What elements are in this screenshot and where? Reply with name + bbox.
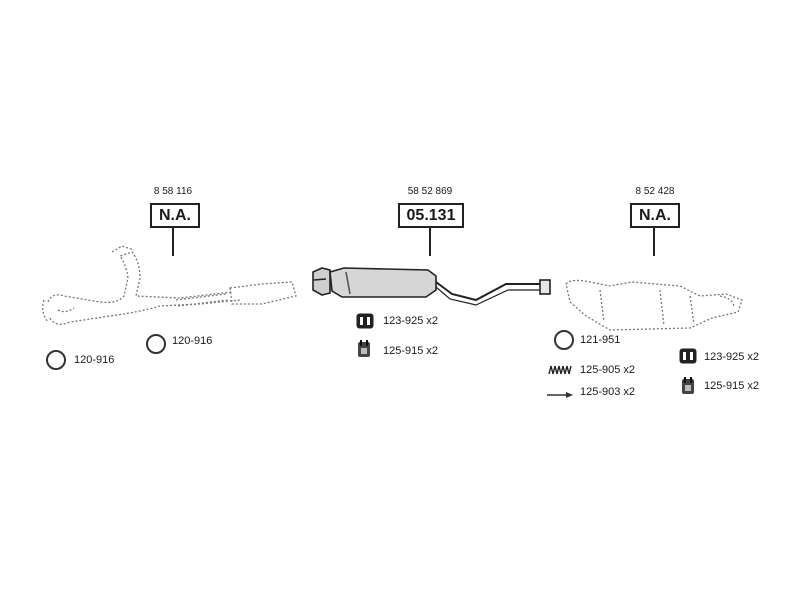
fitting-label-middle-2: 125-915 x2 <box>383 345 439 357</box>
part-code-rear[interactable]: N.A. <box>630 203 680 228</box>
rubber-hanger-icon <box>679 348 697 364</box>
rear-silencer-outline <box>565 279 743 331</box>
bolt-icon <box>546 386 574 398</box>
fitting-label-front-2: 120-916 <box>172 335 213 347</box>
clamp-icon <box>357 340 371 358</box>
oe-number-front: 8 58 116 <box>153 186 193 197</box>
oe-number-middle: 58 52 869 <box>407 186 453 197</box>
ring-gasket-icon <box>146 334 166 354</box>
part-code-front[interactable]: N.A. <box>150 203 200 228</box>
clamp-icon <box>681 377 695 395</box>
ring-gasket-icon <box>46 350 66 370</box>
middle-silencer <box>312 267 551 306</box>
leader-line-rear <box>653 228 655 256</box>
rubber-hanger-icon <box>356 313 374 329</box>
fitting-label-front-1: 120-916 <box>74 354 115 366</box>
fitting-label-middle-1: 123-925 x2 <box>383 315 439 327</box>
fitting-label-rear-4: 123-925 x2 <box>704 351 760 363</box>
leader-line-middle <box>429 228 431 256</box>
fitting-label-rear-5: 125-915 x2 <box>704 380 760 392</box>
oe-number-rear: 8 52 428 <box>635 186 675 197</box>
front-pipe-outline <box>42 245 297 325</box>
spring-icon <box>548 363 572 375</box>
fitting-label-rear-1: 121-951 <box>580 334 621 346</box>
part-code-middle[interactable]: 05.131 <box>398 203 464 228</box>
ring-gasket-icon <box>554 330 574 350</box>
fitting-label-rear-2: 125-905 x2 <box>580 364 636 376</box>
leader-line-front <box>172 228 174 256</box>
fitting-label-rear-3: 125-903 x2 <box>580 386 636 398</box>
